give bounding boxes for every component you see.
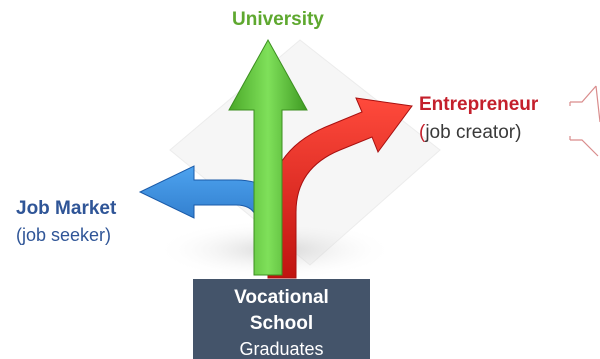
box-line-1: Vocational [234, 287, 329, 308]
university-label: University [232, 9, 324, 30]
green-arrow-university [228, 38, 308, 276]
entrepreneur-label: Entrepreneur [419, 94, 539, 115]
job-market-subtitle: (job seeker) [16, 225, 112, 245]
entrepreneur-subtitle-paren: ( [419, 122, 426, 143]
open-bracket-pointer-icon [569, 85, 600, 157]
box-line-3: Graduates [239, 339, 324, 359]
entrepreneur-subtitle-text: job creator) [425, 122, 522, 143]
job-market-label: Job Market [16, 198, 117, 219]
box-line-2: School [249, 313, 314, 334]
entrepreneur-subtitle: (job creator) [419, 123, 521, 142]
vocational-school-box: Vocational School Graduates [193, 279, 370, 359]
